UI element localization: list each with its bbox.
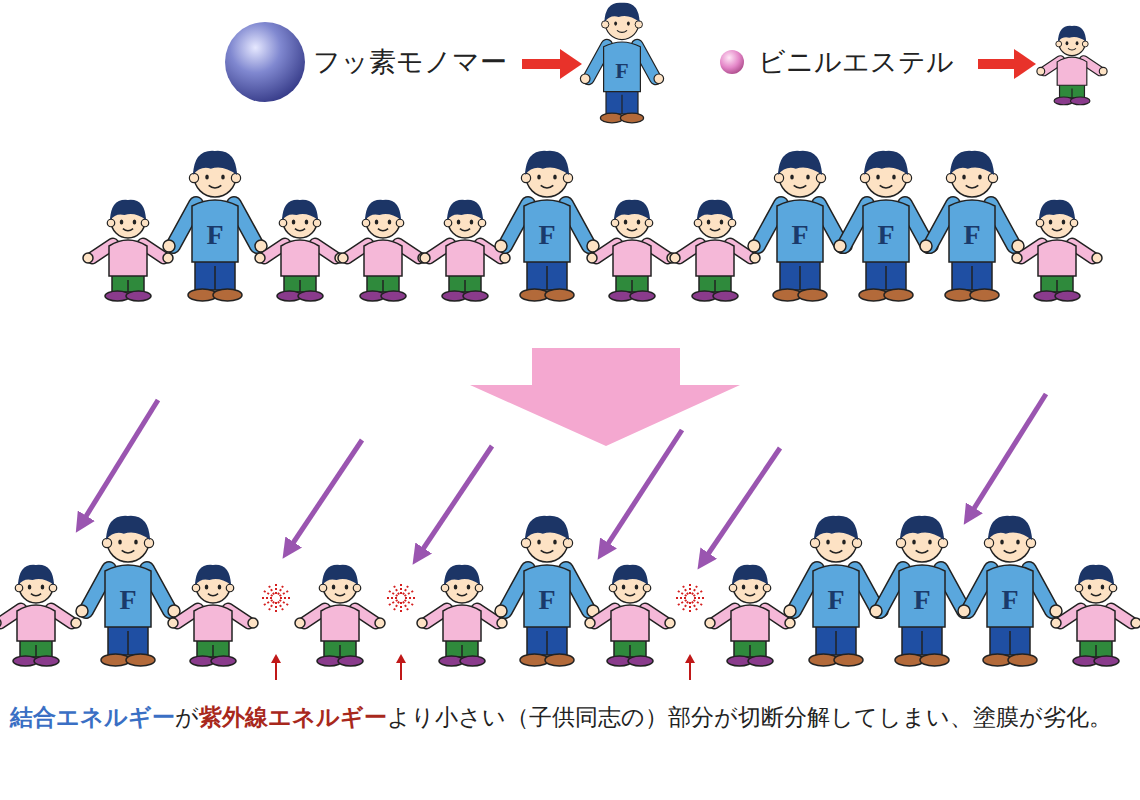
shirt-letter-wrap: F xyxy=(615,60,628,82)
uv-ray-arrow xyxy=(602,430,682,553)
bond-break-spark xyxy=(386,583,416,613)
vinyl-ester-figure xyxy=(255,200,345,301)
legend-text: ビニルエステル xyxy=(758,46,954,77)
shirt-letter: F xyxy=(913,584,930,615)
uv-ray-arrow xyxy=(287,440,362,552)
uv-ray-arrow xyxy=(968,394,1046,518)
caption-block: 結合エネルギーが紫外線エネルギーより小さい（子供同志の）部分が切断分解してしまい… xyxy=(10,700,1130,735)
vinyl-ester-figure xyxy=(417,565,507,666)
shirt-letter: F xyxy=(791,219,808,250)
shirt-letter: F xyxy=(538,219,555,250)
legend-item: フッ素モノマー xyxy=(313,48,507,75)
caption-text: が xyxy=(175,704,199,730)
vinyl-ester-figure xyxy=(1012,200,1102,301)
transition-arrow xyxy=(470,348,740,446)
caption-text: 結合エネルギー xyxy=(10,704,175,730)
shirt-letter: F xyxy=(206,219,223,250)
uv-ray-arrow xyxy=(80,400,158,526)
caption-text: 紫外線エネルギー xyxy=(199,704,387,730)
vinyl-ester-figure xyxy=(1051,565,1140,666)
vinyl-ester-figure xyxy=(295,565,385,666)
fluorine-monomer-figure xyxy=(495,151,599,301)
fluorine-monomer-figure xyxy=(784,516,888,666)
shirt-letter: F xyxy=(877,219,894,250)
shirt-letter-wrap: F xyxy=(963,221,980,249)
legend-arrow xyxy=(978,49,1036,79)
vinyl-ester-figure xyxy=(670,200,760,301)
shirt-letter: F xyxy=(963,219,980,250)
break-pointer-arrow xyxy=(685,654,695,680)
legend-text: フッ素モノマー xyxy=(313,46,507,77)
fluorine-monomer-figure xyxy=(920,151,1024,301)
bond-break-spark xyxy=(261,583,291,613)
vinyl-ester-figure xyxy=(705,565,795,666)
shirt-letter-wrap: F xyxy=(791,221,808,249)
fluorine-monomer-figure xyxy=(870,516,974,666)
legend-arrow xyxy=(522,49,582,79)
uv-ray-arrow xyxy=(417,446,492,558)
fluorine-monomer-figure xyxy=(748,151,852,301)
shirt-letter-wrap: F xyxy=(1001,586,1018,614)
shirt-letter-wrap: F xyxy=(913,586,930,614)
vinyl-ester-figure xyxy=(83,200,173,301)
uv-ray-arrow xyxy=(702,448,780,563)
shirt-letter: F xyxy=(119,584,136,615)
fluorine-monomer-figure xyxy=(958,516,1062,666)
bond-break-spark xyxy=(675,583,705,613)
shirt-letter-wrap: F xyxy=(206,221,223,249)
vinyl-ester-figure xyxy=(338,200,428,301)
vinyl-ester-figure xyxy=(0,565,81,666)
vinyl-ester-figure xyxy=(587,200,677,301)
legend-item: ビニルエステル xyxy=(758,48,954,75)
fluorine-monomer-figure xyxy=(580,3,663,123)
shirt-letter-wrap: F xyxy=(538,221,555,249)
fluorine-monomer-figure xyxy=(163,151,267,301)
shirt-letter-wrap: F xyxy=(827,586,844,614)
fluorine-monomer-figure xyxy=(834,151,938,301)
shirt-letter: F xyxy=(615,58,628,83)
fluorine-monomer-figure xyxy=(495,516,599,666)
fluorine-sphere xyxy=(225,22,305,102)
shirt-letter-wrap: F xyxy=(538,586,555,614)
vinyl-ester-figure xyxy=(585,565,675,666)
shirt-letter: F xyxy=(538,584,555,615)
vinyl-ester-figure xyxy=(420,200,510,301)
vinyl-ester-figure xyxy=(1037,26,1107,105)
break-pointer-arrow xyxy=(396,654,406,680)
shirt-letter-wrap: F xyxy=(877,221,894,249)
shirt-letter: F xyxy=(827,584,844,615)
vinyl-ester-sphere xyxy=(720,50,744,74)
caption-text: より小さい（子供同志の）部分が切断分解してしまい、塗膜が劣化。 xyxy=(387,704,1112,730)
fluorine-monomer-figure xyxy=(76,516,180,666)
break-pointer-arrow xyxy=(271,654,281,680)
shirt-letter-wrap: F xyxy=(119,586,136,614)
vinyl-ester-figure xyxy=(168,565,258,666)
shirt-letter: F xyxy=(1001,584,1018,615)
